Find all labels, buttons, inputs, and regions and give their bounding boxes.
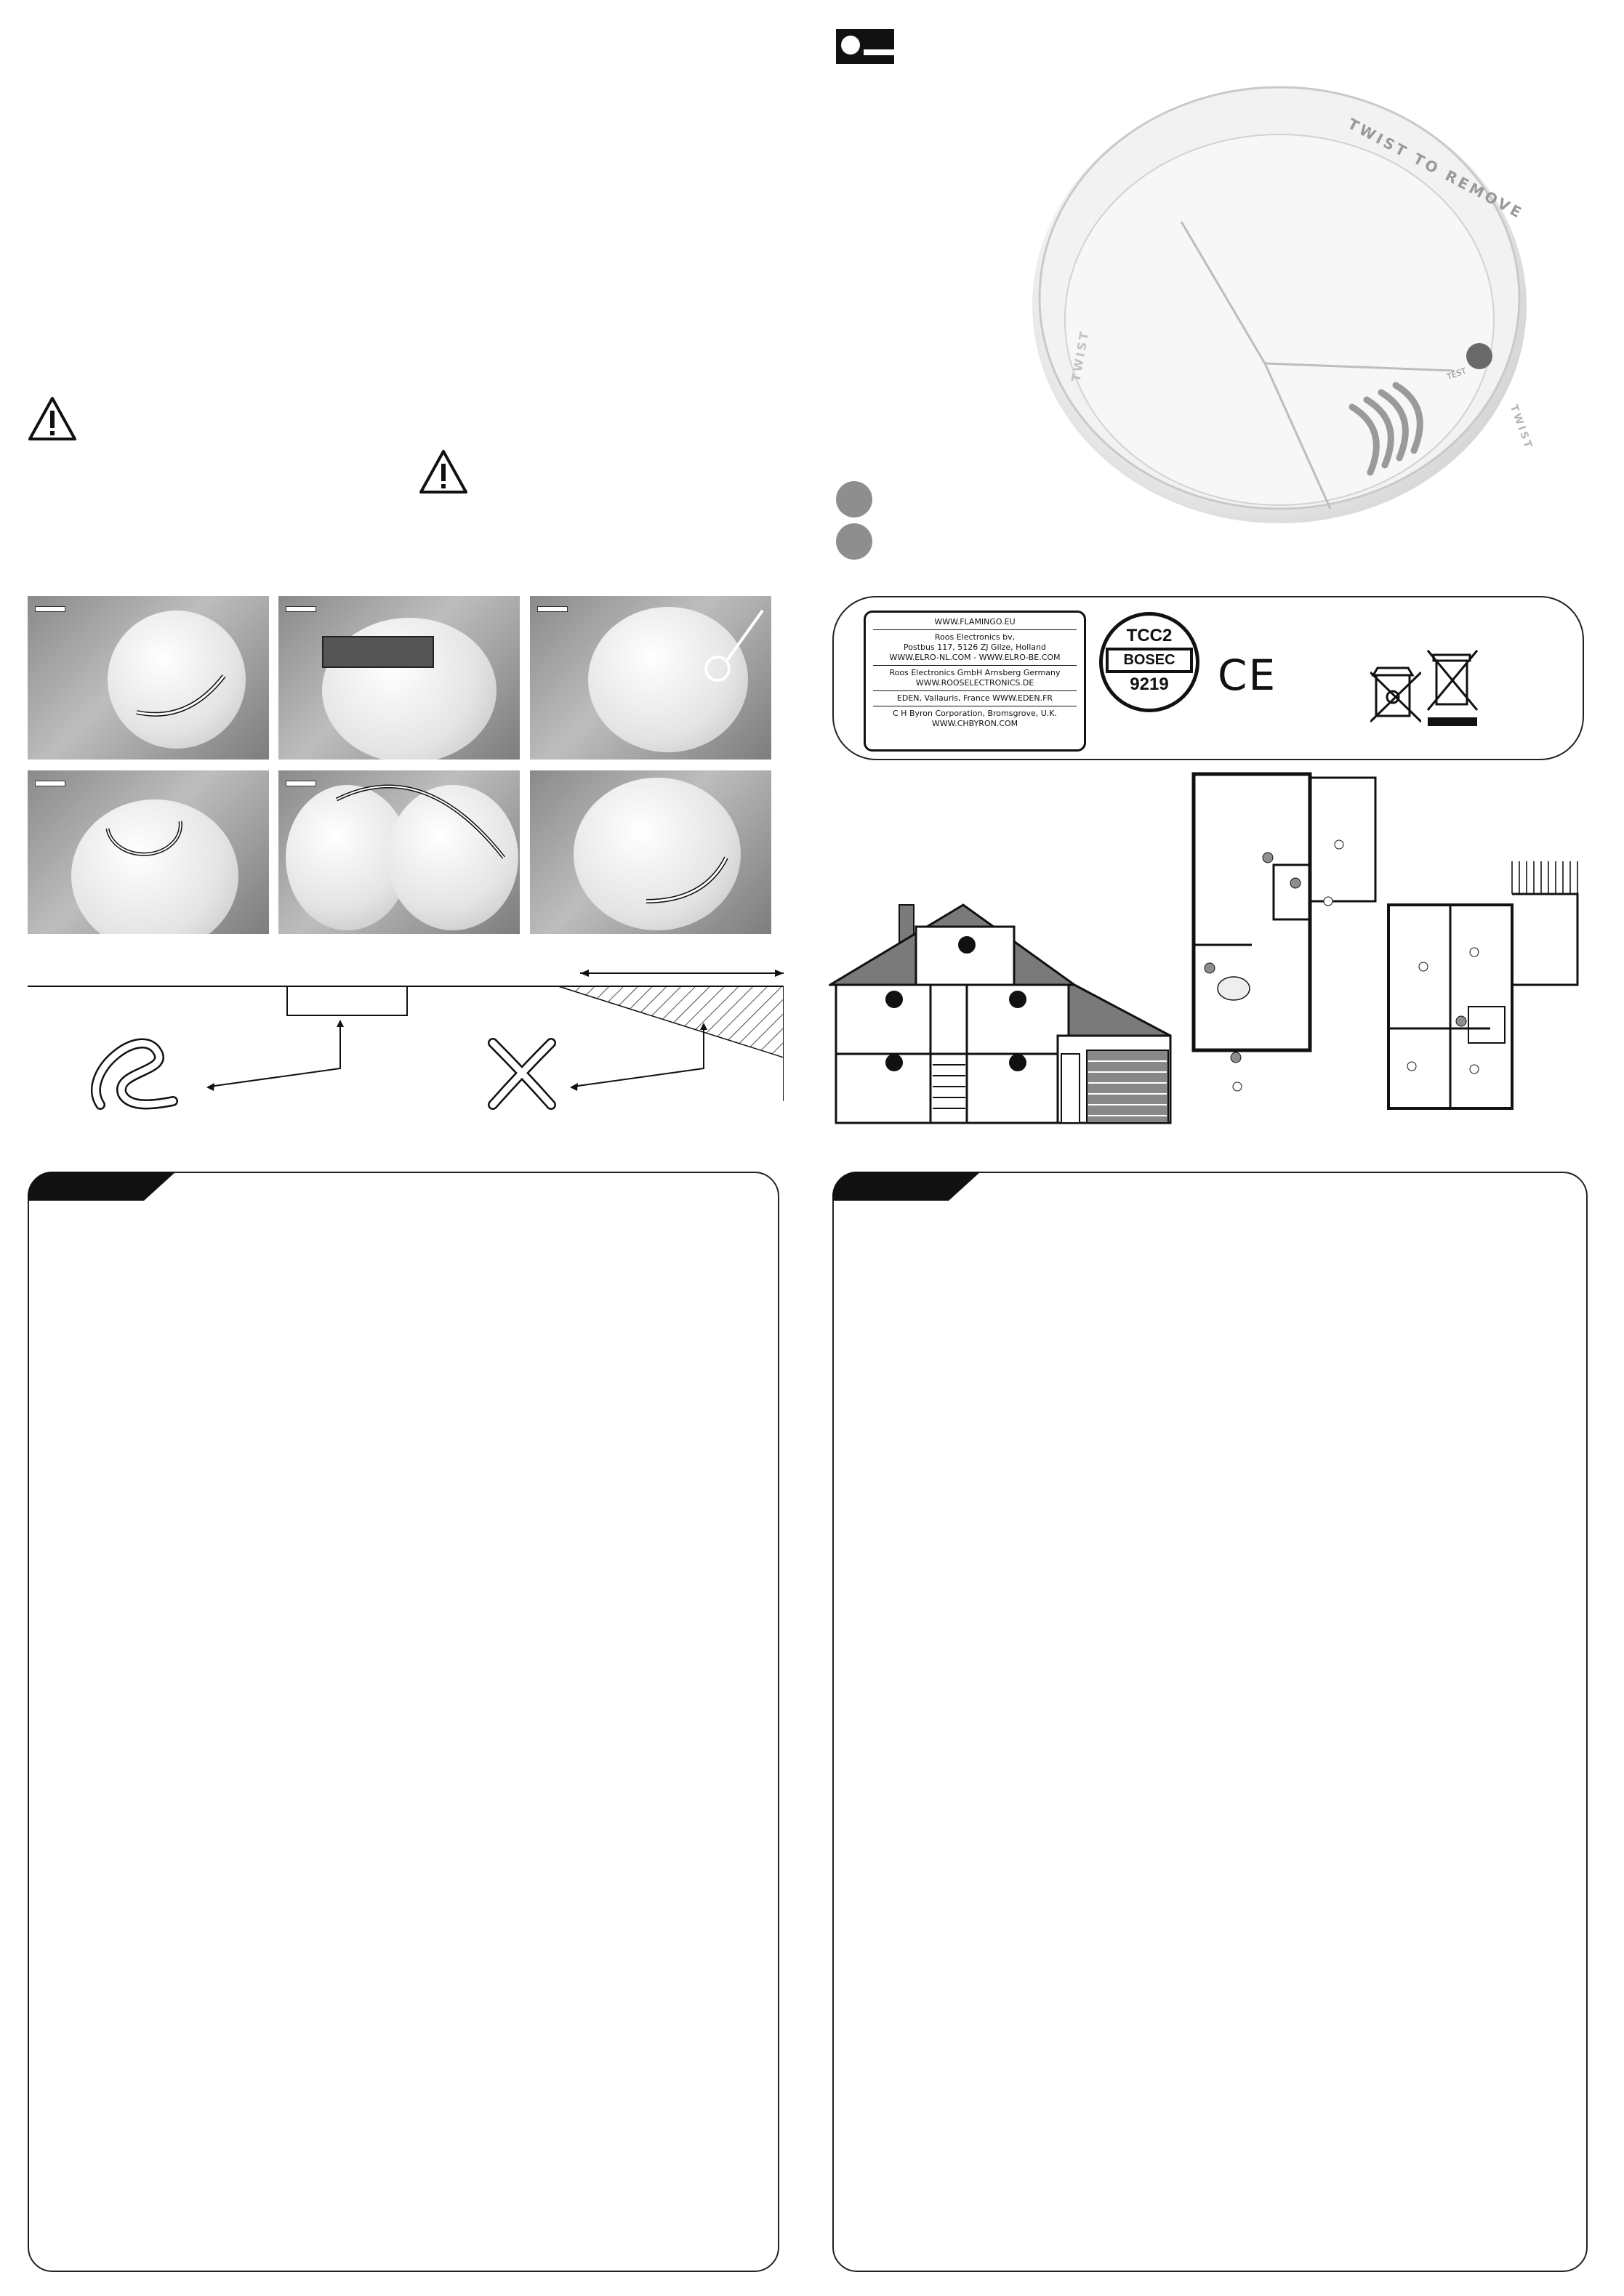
badge-top-text: TCC2 [1126, 626, 1173, 645]
step-photo-battery [278, 596, 520, 760]
panel-tab [28, 1172, 176, 1201]
step-photo-twist-on [530, 770, 771, 934]
panel-tab [832, 1172, 981, 1201]
step-photo-twist-off [28, 596, 269, 760]
label-line: WWW.ELRO-NL.COM - WWW.ELRO-BE.COM [889, 653, 1061, 662]
legend-dot-1 [836, 481, 872, 517]
step-photo-attach [278, 770, 520, 934]
legend-dot-2 [836, 523, 872, 560]
ceiling-placement-diagram [28, 970, 784, 1110]
floor-plan-ground [1191, 772, 1377, 1092]
warning-icon [419, 450, 467, 494]
right-instructions-panel [832, 1172, 1588, 2272]
company-address-label: WWW.FLAMINGO.EU Roos Electronics bv, Pos… [864, 611, 1086, 752]
recycle-bin-icon [1370, 666, 1421, 723]
smoke-detector-photo: TWIST TO REMOVE TWIST TWIST TEST [989, 44, 1556, 552]
label-line: EDEN, Vallauris, France WWW.EDEN.FR [896, 693, 1053, 703]
label-line: Postbus 117, 5126 ZJ Gilze, Holland [904, 643, 1046, 652]
label-line: Roos Electronics bv, [934, 632, 1016, 642]
label-line: Roos Electronics GmbH Arnsberg Germany [889, 668, 1061, 677]
label-line: WWW.CHBYRON.COM [931, 719, 1018, 728]
bosec-certification-badge: TCC2 BOSEC 9219 [1099, 612, 1199, 712]
weee-crossed-bin-icon [1426, 650, 1479, 726]
label-line: C H Byron Corporation, Bromsgrove, U.K. [893, 709, 1057, 718]
step-photo-mount-base [28, 770, 269, 934]
manual-icon [836, 29, 894, 64]
floor-plan-upper [1387, 861, 1579, 1110]
badge-middle-text: BOSEC [1106, 648, 1193, 673]
ce-mark: CE [1218, 650, 1277, 700]
label-line: WWW.ROOSELECTRONICS.DE [915, 678, 1034, 688]
label-line: WWW.FLAMINGO.EU [934, 617, 1016, 627]
badge-bottom-text: 9219 [1130, 674, 1169, 694]
warning-icon [28, 397, 76, 440]
house-section-diagram [829, 903, 1172, 1124]
step-photo-test [530, 596, 771, 760]
left-instructions-panel [28, 1172, 779, 2272]
